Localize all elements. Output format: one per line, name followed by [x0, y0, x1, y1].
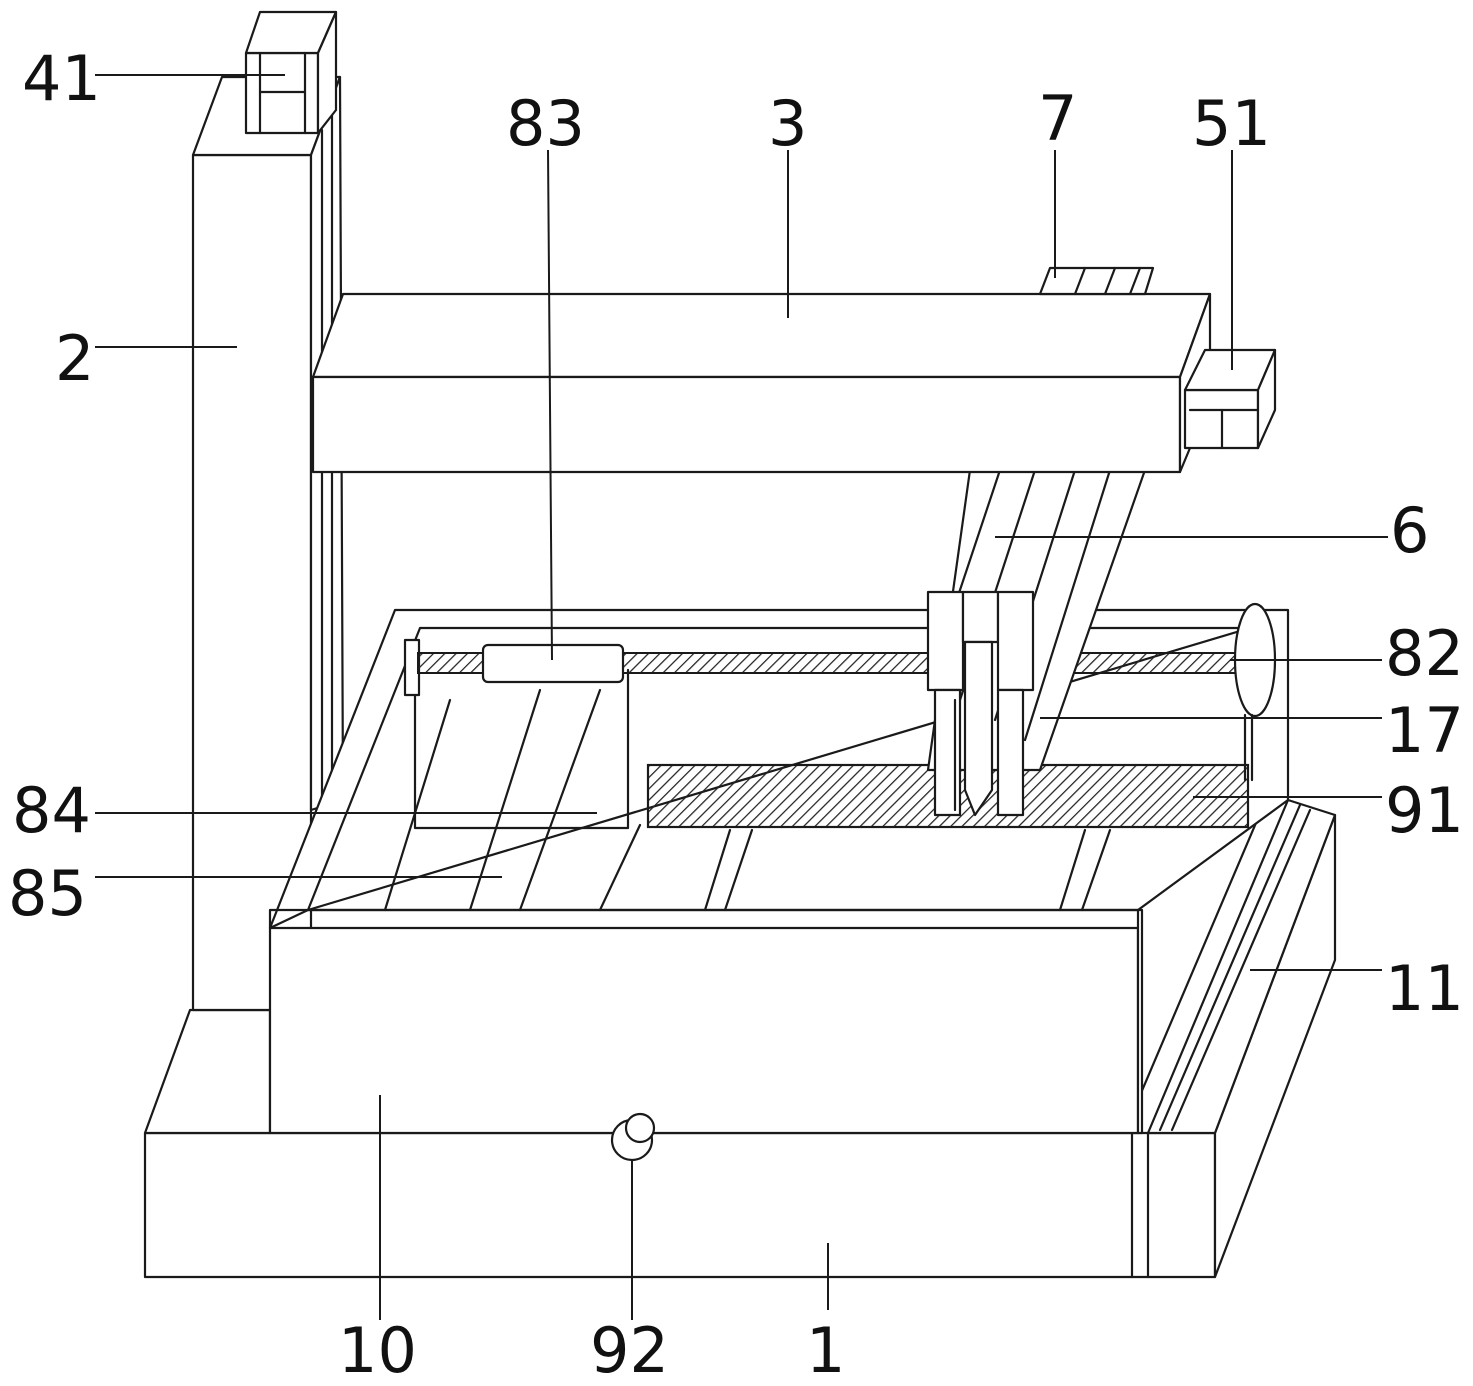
- side-rail-11: [1136, 788, 1337, 1135]
- label-92: 92: [590, 1314, 669, 1386]
- cross-beam-3: [311, 292, 1212, 474]
- cutter-head-17: [926, 590, 1035, 817]
- label-2: 2: [55, 322, 94, 395]
- labels: 41 83 3 7 51 2 6 82 17 84 91 85 11 10 92…: [8, 42, 1464, 1386]
- label-82: 82: [1385, 617, 1464, 690]
- slider-block-7: [1038, 266, 1155, 296]
- leader-lines: [95, 74, 1388, 1320]
- label-3: 3: [768, 87, 807, 160]
- motor-41: [244, 10, 338, 135]
- knob-92: [610, 1112, 656, 1162]
- label-1: 1: [806, 1314, 845, 1386]
- label-11: 11: [1385, 952, 1464, 1025]
- label-6: 6: [1390, 494, 1429, 567]
- label-91: 91: [1385, 774, 1464, 847]
- motor-51: [1183, 348, 1277, 450]
- label-85: 85: [8, 857, 87, 930]
- label-84: 84: [12, 774, 91, 847]
- label-83: 83: [506, 87, 585, 160]
- clamp-frame-84: [403, 638, 630, 830]
- base-1: [143, 813, 1337, 1279]
- work-table-10: [268, 608, 1290, 1135]
- label-17: 17: [1385, 694, 1464, 767]
- label-41: 41: [22, 42, 101, 115]
- label-7: 7: [1038, 82, 1077, 155]
- label-51: 51: [1192, 87, 1271, 160]
- label-10: 10: [338, 1314, 417, 1386]
